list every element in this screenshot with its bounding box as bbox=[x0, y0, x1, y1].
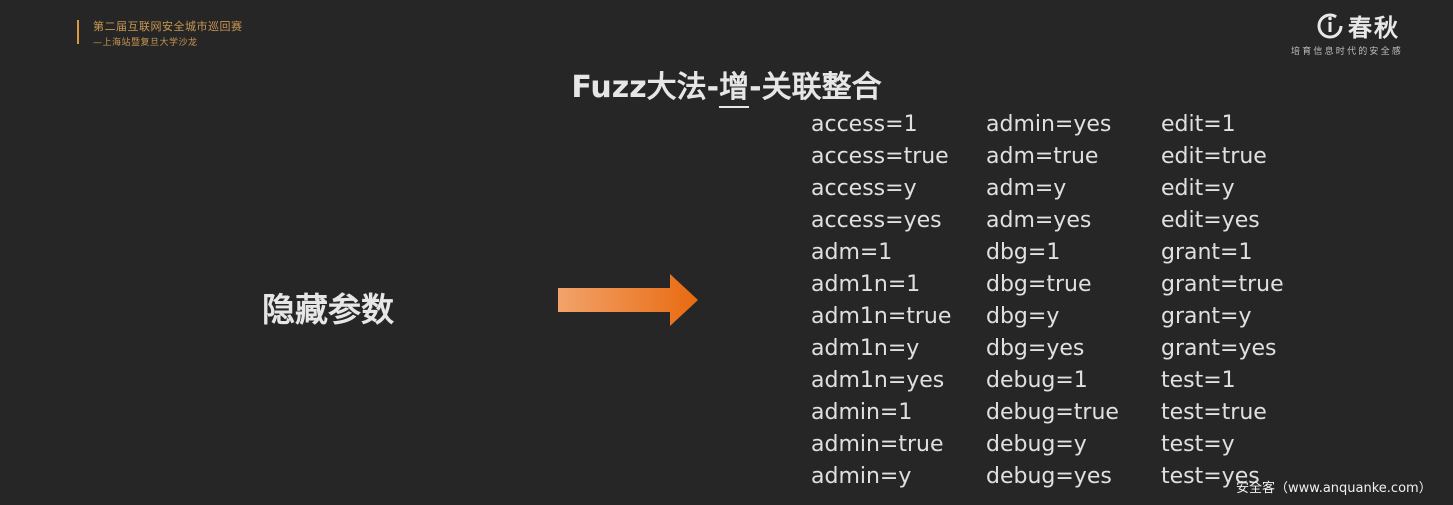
param-item: test=true bbox=[1161, 400, 1267, 425]
param-item: grant=y bbox=[1161, 304, 1252, 329]
param-item: adm=true bbox=[986, 144, 1099, 169]
param-item: adm=y bbox=[986, 176, 1067, 201]
param-item: dbg=yes bbox=[986, 336, 1085, 361]
brand-slogan: 培育信息时代的安全感 bbox=[1291, 47, 1404, 57]
param-item: adm1n=y bbox=[811, 336, 920, 361]
param-item: debug=true bbox=[986, 400, 1119, 425]
param-item: access=1 bbox=[811, 112, 918, 137]
param-item: adm1n=true bbox=[811, 304, 952, 329]
event-header: 第二届互联网安全城市巡回赛 —上海站暨复旦大学沙龙 bbox=[77, 20, 242, 48]
param-item: debug=1 bbox=[986, 368, 1088, 393]
chunqiu-logo-icon bbox=[1317, 13, 1343, 39]
event-title: 第二届互联网安全城市巡回赛 bbox=[93, 20, 243, 33]
param-item: access=true bbox=[811, 144, 949, 169]
param-item: admin=1 bbox=[811, 400, 913, 425]
param-item: admin=true bbox=[811, 432, 944, 457]
watermark: 安全客（www.anquanke.com） bbox=[1236, 481, 1432, 496]
right-arrow-icon bbox=[558, 274, 698, 326]
param-item: adm1n=yes bbox=[811, 368, 945, 393]
brand-name: 春秋 bbox=[1348, 14, 1400, 42]
param-item: debug=y bbox=[986, 432, 1087, 457]
hidden-params-label: 隐藏参数 bbox=[262, 290, 394, 329]
param-item: access=y bbox=[811, 176, 917, 201]
slide-title-part3: -关联整合 bbox=[749, 70, 882, 105]
param-item: admin=y bbox=[811, 464, 912, 489]
param-item: test=yes bbox=[1161, 464, 1260, 489]
param-item: admin=yes bbox=[986, 112, 1112, 137]
slide-title-highlight: 增 bbox=[719, 70, 750, 108]
param-item: adm=1 bbox=[811, 240, 893, 265]
param-item: edit=1 bbox=[1161, 112, 1236, 137]
param-item: grant=1 bbox=[1161, 240, 1253, 265]
param-item: adm1n=1 bbox=[811, 272, 921, 297]
param-item: test=1 bbox=[1161, 368, 1236, 393]
event-subtitle: —上海站暨复旦大学沙龙 bbox=[93, 38, 198, 48]
slide-title: Fuzz大法-增-关联整合 bbox=[0, 62, 1453, 108]
param-item: dbg=true bbox=[986, 272, 1092, 297]
param-item: grant=true bbox=[1161, 272, 1284, 297]
param-item: edit=true bbox=[1161, 144, 1267, 169]
param-item: adm=yes bbox=[986, 208, 1092, 233]
param-item: grant=yes bbox=[1161, 336, 1277, 361]
param-item: debug=yes bbox=[986, 464, 1112, 489]
param-item: test=y bbox=[1161, 432, 1235, 457]
param-item: dbg=1 bbox=[986, 240, 1061, 265]
param-item: edit=yes bbox=[1161, 208, 1260, 233]
slide-title-part1: Fuzz大法- bbox=[571, 70, 720, 105]
param-item: edit=y bbox=[1161, 176, 1235, 201]
brand: 春秋 培育信息时代的安全感 bbox=[1283, 0, 1453, 60]
param-item: dbg=y bbox=[986, 304, 1060, 329]
param-item: access=yes bbox=[811, 208, 942, 233]
